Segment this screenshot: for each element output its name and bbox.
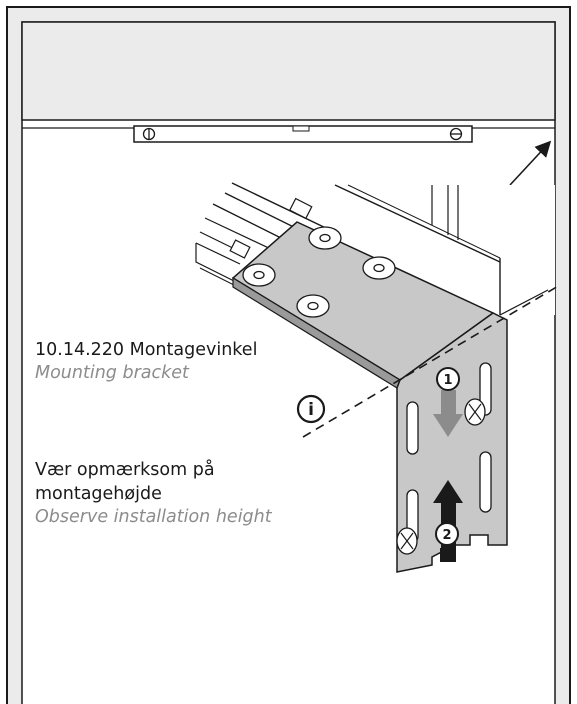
note-label-english: Observe installation height	[35, 507, 272, 527]
bracket-screws-top	[242, 226, 396, 318]
part-label-danish: 10.14.220 Montagevinkel	[35, 340, 258, 360]
step-1-badge: 1	[436, 367, 460, 391]
down-arrow-icon	[433, 390, 463, 437]
rail-screw-right-icon	[449, 127, 463, 141]
drawer-body	[334, 184, 555, 316]
top-rail-clip	[292, 125, 310, 132]
note-label-danish-line2: montagehøjde	[35, 484, 162, 504]
direction-arrow	[509, 140, 552, 186]
note-label-danish-line1: Vær opmærksom på	[35, 460, 215, 480]
leg-screw-upper-icon	[464, 398, 486, 426]
rail-screw-left-icon	[142, 127, 156, 141]
part-label-english: Mounting bracket	[35, 363, 189, 383]
step-2-number: 2	[442, 528, 451, 543]
step-1-number: 1	[443, 373, 452, 388]
height-reference-line	[302, 284, 561, 438]
bracket-bend-line	[399, 312, 494, 381]
bracket-slots	[406, 362, 492, 543]
info-icon-glyph: i	[308, 400, 314, 420]
leg-screw-lower-icon	[396, 527, 418, 555]
cabinet-top-panel	[21, 21, 556, 121]
step-2-badge: 2	[435, 522, 459, 546]
info-icon: i	[296, 394, 326, 424]
